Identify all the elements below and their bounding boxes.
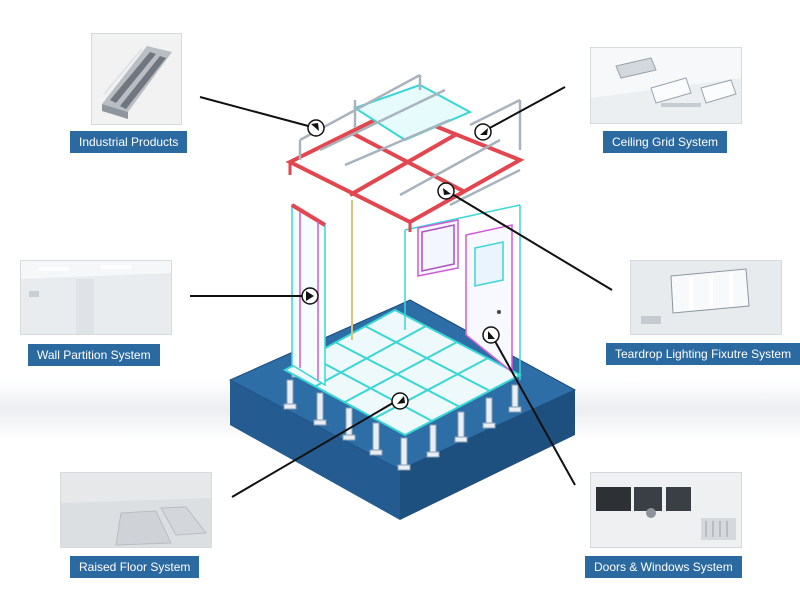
label-raised-floor-system[interactable]: Raised Floor System	[70, 556, 200, 578]
ceiling-light-panel	[352, 83, 473, 142]
doors-windows-icon	[591, 473, 741, 547]
label-ceiling-grid-system[interactable]: Ceiling Grid System	[603, 131, 728, 153]
thumb-ceiling	[590, 47, 742, 124]
ceiling-grid-icon	[591, 48, 741, 123]
leader-ceiling	[485, 86, 566, 131]
back-wall	[404, 204, 521, 380]
leader-doors	[490, 333, 576, 486]
ceiling-grid	[285, 107, 525, 232]
thumb-wall	[20, 260, 172, 335]
thumb-industrial	[91, 33, 182, 125]
pointer-arrow-icons	[306, 123, 495, 404]
teardrop-light-icon	[631, 261, 781, 334]
thumb-doors	[590, 472, 742, 548]
label-wall-partition-system[interactable]: Wall Partition System	[28, 344, 160, 366]
leader-lighting	[446, 190, 613, 291]
leader-industrial	[199, 96, 313, 128]
wall-partition-icon	[21, 261, 171, 334]
label-doors-windows-system[interactable]: Doors & Windows System	[585, 556, 742, 578]
raised-floor-grid	[282, 308, 523, 437]
raised-floor-icon	[61, 473, 211, 547]
steel-strut-channel-icon	[92, 34, 181, 124]
leader-lines	[190, 86, 613, 498]
label-teardrop-lighting-system[interactable]: Teardrop Lighting Fixutre System	[606, 343, 800, 365]
label-industrial-products[interactable]: Industrial Products	[70, 131, 188, 153]
leader-floor	[231, 399, 399, 498]
thumb-lighting	[630, 260, 782, 335]
thumb-floor	[60, 472, 212, 548]
